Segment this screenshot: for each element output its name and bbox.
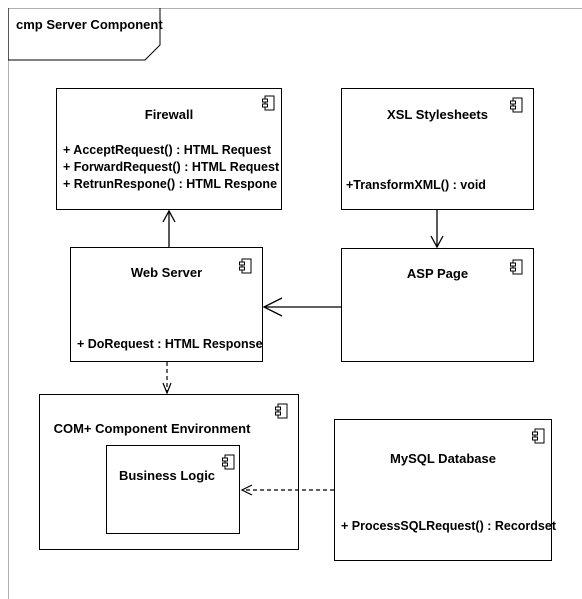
firewall-operation: + AcceptRequest() : HTML Request [63, 143, 272, 157]
firewall-operation: + ForwardRequest() : HTML Request [63, 160, 280, 174]
firewall-component[interactable]: Firewall + AcceptRequest() : HTML Reques… [56, 88, 282, 210]
frame-title: cmp Server Component [16, 17, 163, 32]
web-server-to-firewall-arrow [162, 209, 176, 247]
component-icon [510, 259, 523, 275]
web-server-to-com-dependency [162, 362, 172, 395]
asp-page-name: ASP Page [406, 266, 469, 281]
component-icon [510, 97, 523, 113]
xsl-stylesheets-name: XSL Stylesheets [387, 107, 488, 122]
web-server-component[interactable]: Web Server + DoRequest : HTML Response [70, 247, 263, 362]
xsl-operations: +TransformXML() : void [346, 177, 486, 194]
component-icon [222, 454, 235, 470]
component-icon [262, 95, 275, 111]
mysql-operations: + ProcessSQLRequest() : Recordset [341, 518, 556, 535]
xsl-operation: +TransformXML() : void [346, 178, 486, 192]
firewall-name: Firewall [144, 107, 194, 122]
mysql-database-component[interactable]: MySQL Database + ProcessSQLRequest() : R… [334, 419, 556, 561]
mysql-database-name: MySQL Database [390, 451, 496, 466]
asp-to-web-server-arrow [262, 297, 341, 317]
mysql-operation: + ProcessSQLRequest() : Recordset [341, 519, 556, 533]
frame-tab [8, 8, 161, 61]
business-logic-name: Business Logic [118, 468, 216, 483]
business-logic-component[interactable]: Business Logic [106, 445, 240, 534]
firewall-operations: + AcceptRequest() : HTML Request + Forwa… [63, 142, 279, 193]
asp-page-component[interactable]: ASP Page [341, 248, 534, 362]
mysql-to-business-logic-dependency [240, 484, 334, 496]
web-server-name: Web Server [130, 265, 203, 280]
com-environment-name: COM+ Component Environment [53, 421, 251, 436]
web-server-operations: + DoRequest : HTML Response [77, 336, 263, 353]
firewall-operation: + RetrunRespone() : HTML Respone [63, 177, 278, 191]
diagram-frame [8, 8, 582, 599]
web-server-operation: + DoRequest : HTML Response [77, 337, 263, 351]
component-icon [532, 428, 545, 444]
xsl-to-asp-arrow [430, 210, 444, 249]
component-icon [275, 403, 288, 419]
component-icon [239, 258, 252, 274]
xsl-stylesheets-component[interactable]: XSL Stylesheets +TransformXML() : void [341, 88, 534, 210]
